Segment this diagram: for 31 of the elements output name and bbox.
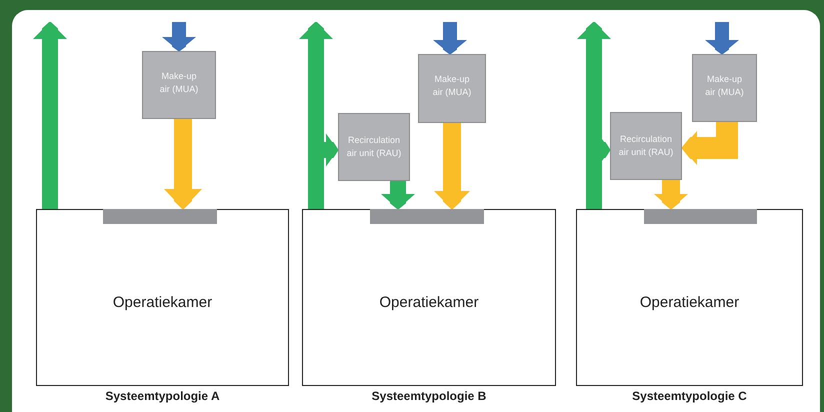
air-unit-box (142, 51, 216, 119)
unit-label: Recirculation air unit (RAU) (618, 133, 674, 159)
system-caption: Systeemtypologie A (105, 389, 220, 403)
room-box (576, 209, 803, 386)
unit-label: Make-up air (MUA) (704, 73, 745, 99)
room-label: Operatiekamer (112, 294, 212, 311)
diffuser-bar (644, 208, 756, 224)
flow-arrow (162, 22, 196, 51)
unit-label: Make-up air (MUA) (432, 73, 472, 99)
flow-arrow (381, 181, 415, 209)
flow-arrow (434, 123, 470, 209)
diffuser-bar (102, 208, 216, 224)
diffuser-bar (370, 208, 484, 224)
unit-label: Make-up air (MUA) (158, 70, 200, 96)
flow-arrow (433, 22, 467, 54)
flow-arrow (705, 22, 739, 54)
flow-arrow (682, 122, 738, 165)
flow-arrow (164, 119, 202, 209)
air-unit-box (338, 113, 410, 181)
room-label: Operatiekamer (379, 294, 479, 311)
system-caption: Systeemtypologie C (632, 389, 747, 403)
room-box (302, 209, 556, 386)
flow-arrow (654, 180, 688, 209)
air-unit-box (610, 112, 682, 180)
air-unit-box (418, 54, 486, 123)
air-unit-box (692, 54, 757, 122)
unit-label: Recirculation air unit (RAU) (346, 134, 402, 160)
flow-arrow (33, 22, 67, 209)
room-box (36, 209, 289, 386)
room-label: Operatiekamer (640, 294, 740, 311)
system-caption: Systeemtypologie B (372, 389, 486, 403)
